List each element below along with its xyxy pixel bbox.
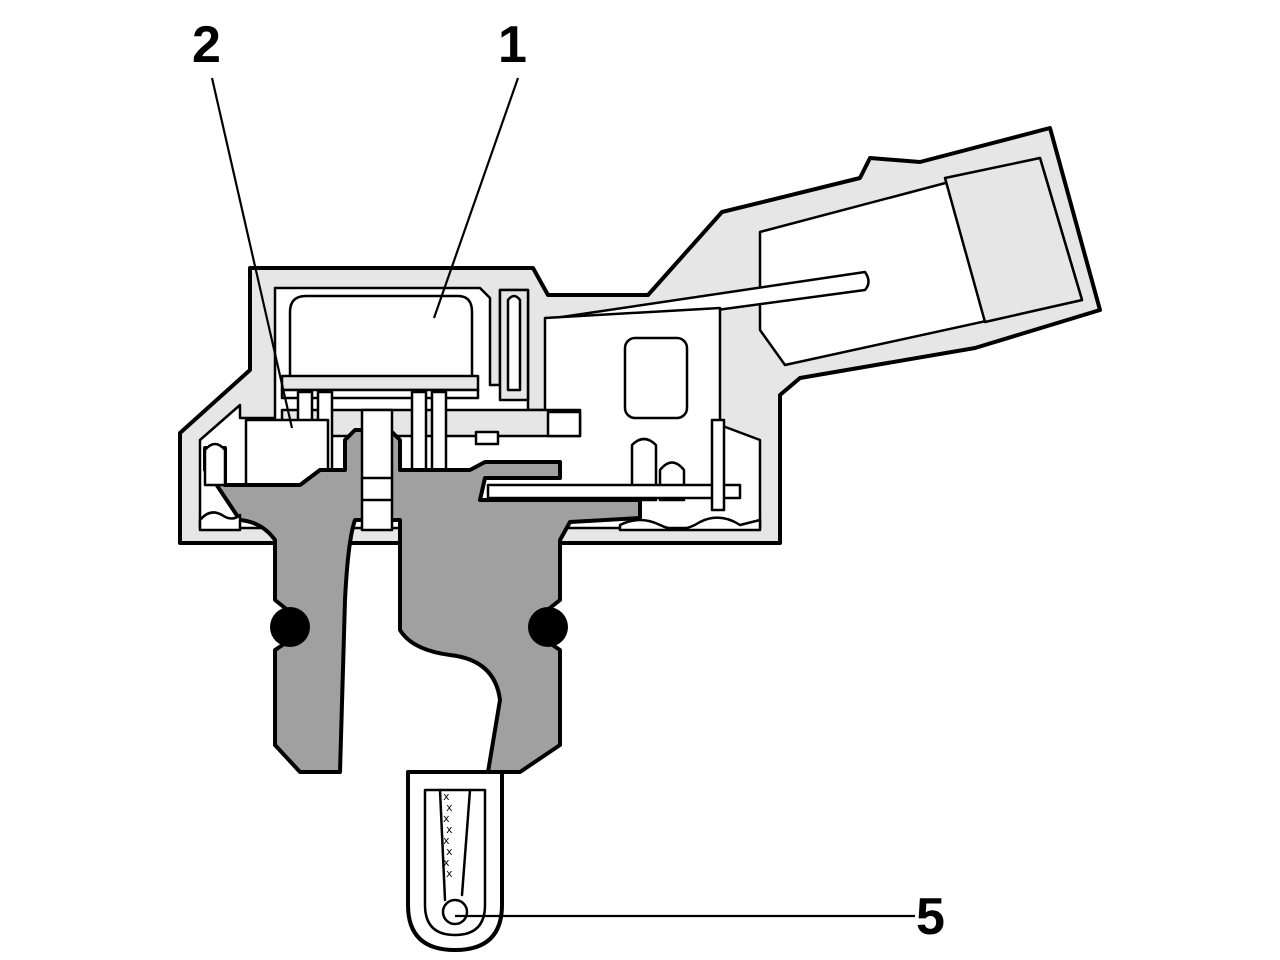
callout-1: 1 xyxy=(498,16,527,74)
sensor-element-chamber xyxy=(288,294,474,382)
wire-crosses: x x x x x x x x xyxy=(443,790,459,880)
contact-pin-right xyxy=(410,390,428,472)
potting-compound xyxy=(618,516,762,532)
callout-2: 2 xyxy=(192,16,221,74)
o-ring-left xyxy=(270,607,310,647)
sensor-wire-left xyxy=(438,788,447,902)
sensor-substrate xyxy=(280,388,480,400)
potting-compound-left xyxy=(198,511,242,532)
pressure-bore xyxy=(360,408,394,532)
wall-slot xyxy=(506,294,522,392)
sensor-wire-right xyxy=(460,788,472,897)
housing-window xyxy=(623,336,689,420)
connector-seat xyxy=(943,156,1084,324)
probe-inner-tube xyxy=(423,788,487,937)
strip-post xyxy=(710,418,726,512)
connection-strip xyxy=(486,483,742,500)
leader-line-2 xyxy=(210,77,294,429)
sensor-element xyxy=(280,374,480,392)
leader-line-1 xyxy=(432,77,520,319)
contact-pin-right-2 xyxy=(430,390,448,472)
circuit-lead xyxy=(546,410,582,438)
circuit-lead-small xyxy=(474,430,500,446)
ntc-thermistor xyxy=(441,898,469,926)
o-ring-right xyxy=(528,607,568,647)
callout-5: 5 xyxy=(916,888,945,946)
side-channel-left xyxy=(203,442,227,487)
